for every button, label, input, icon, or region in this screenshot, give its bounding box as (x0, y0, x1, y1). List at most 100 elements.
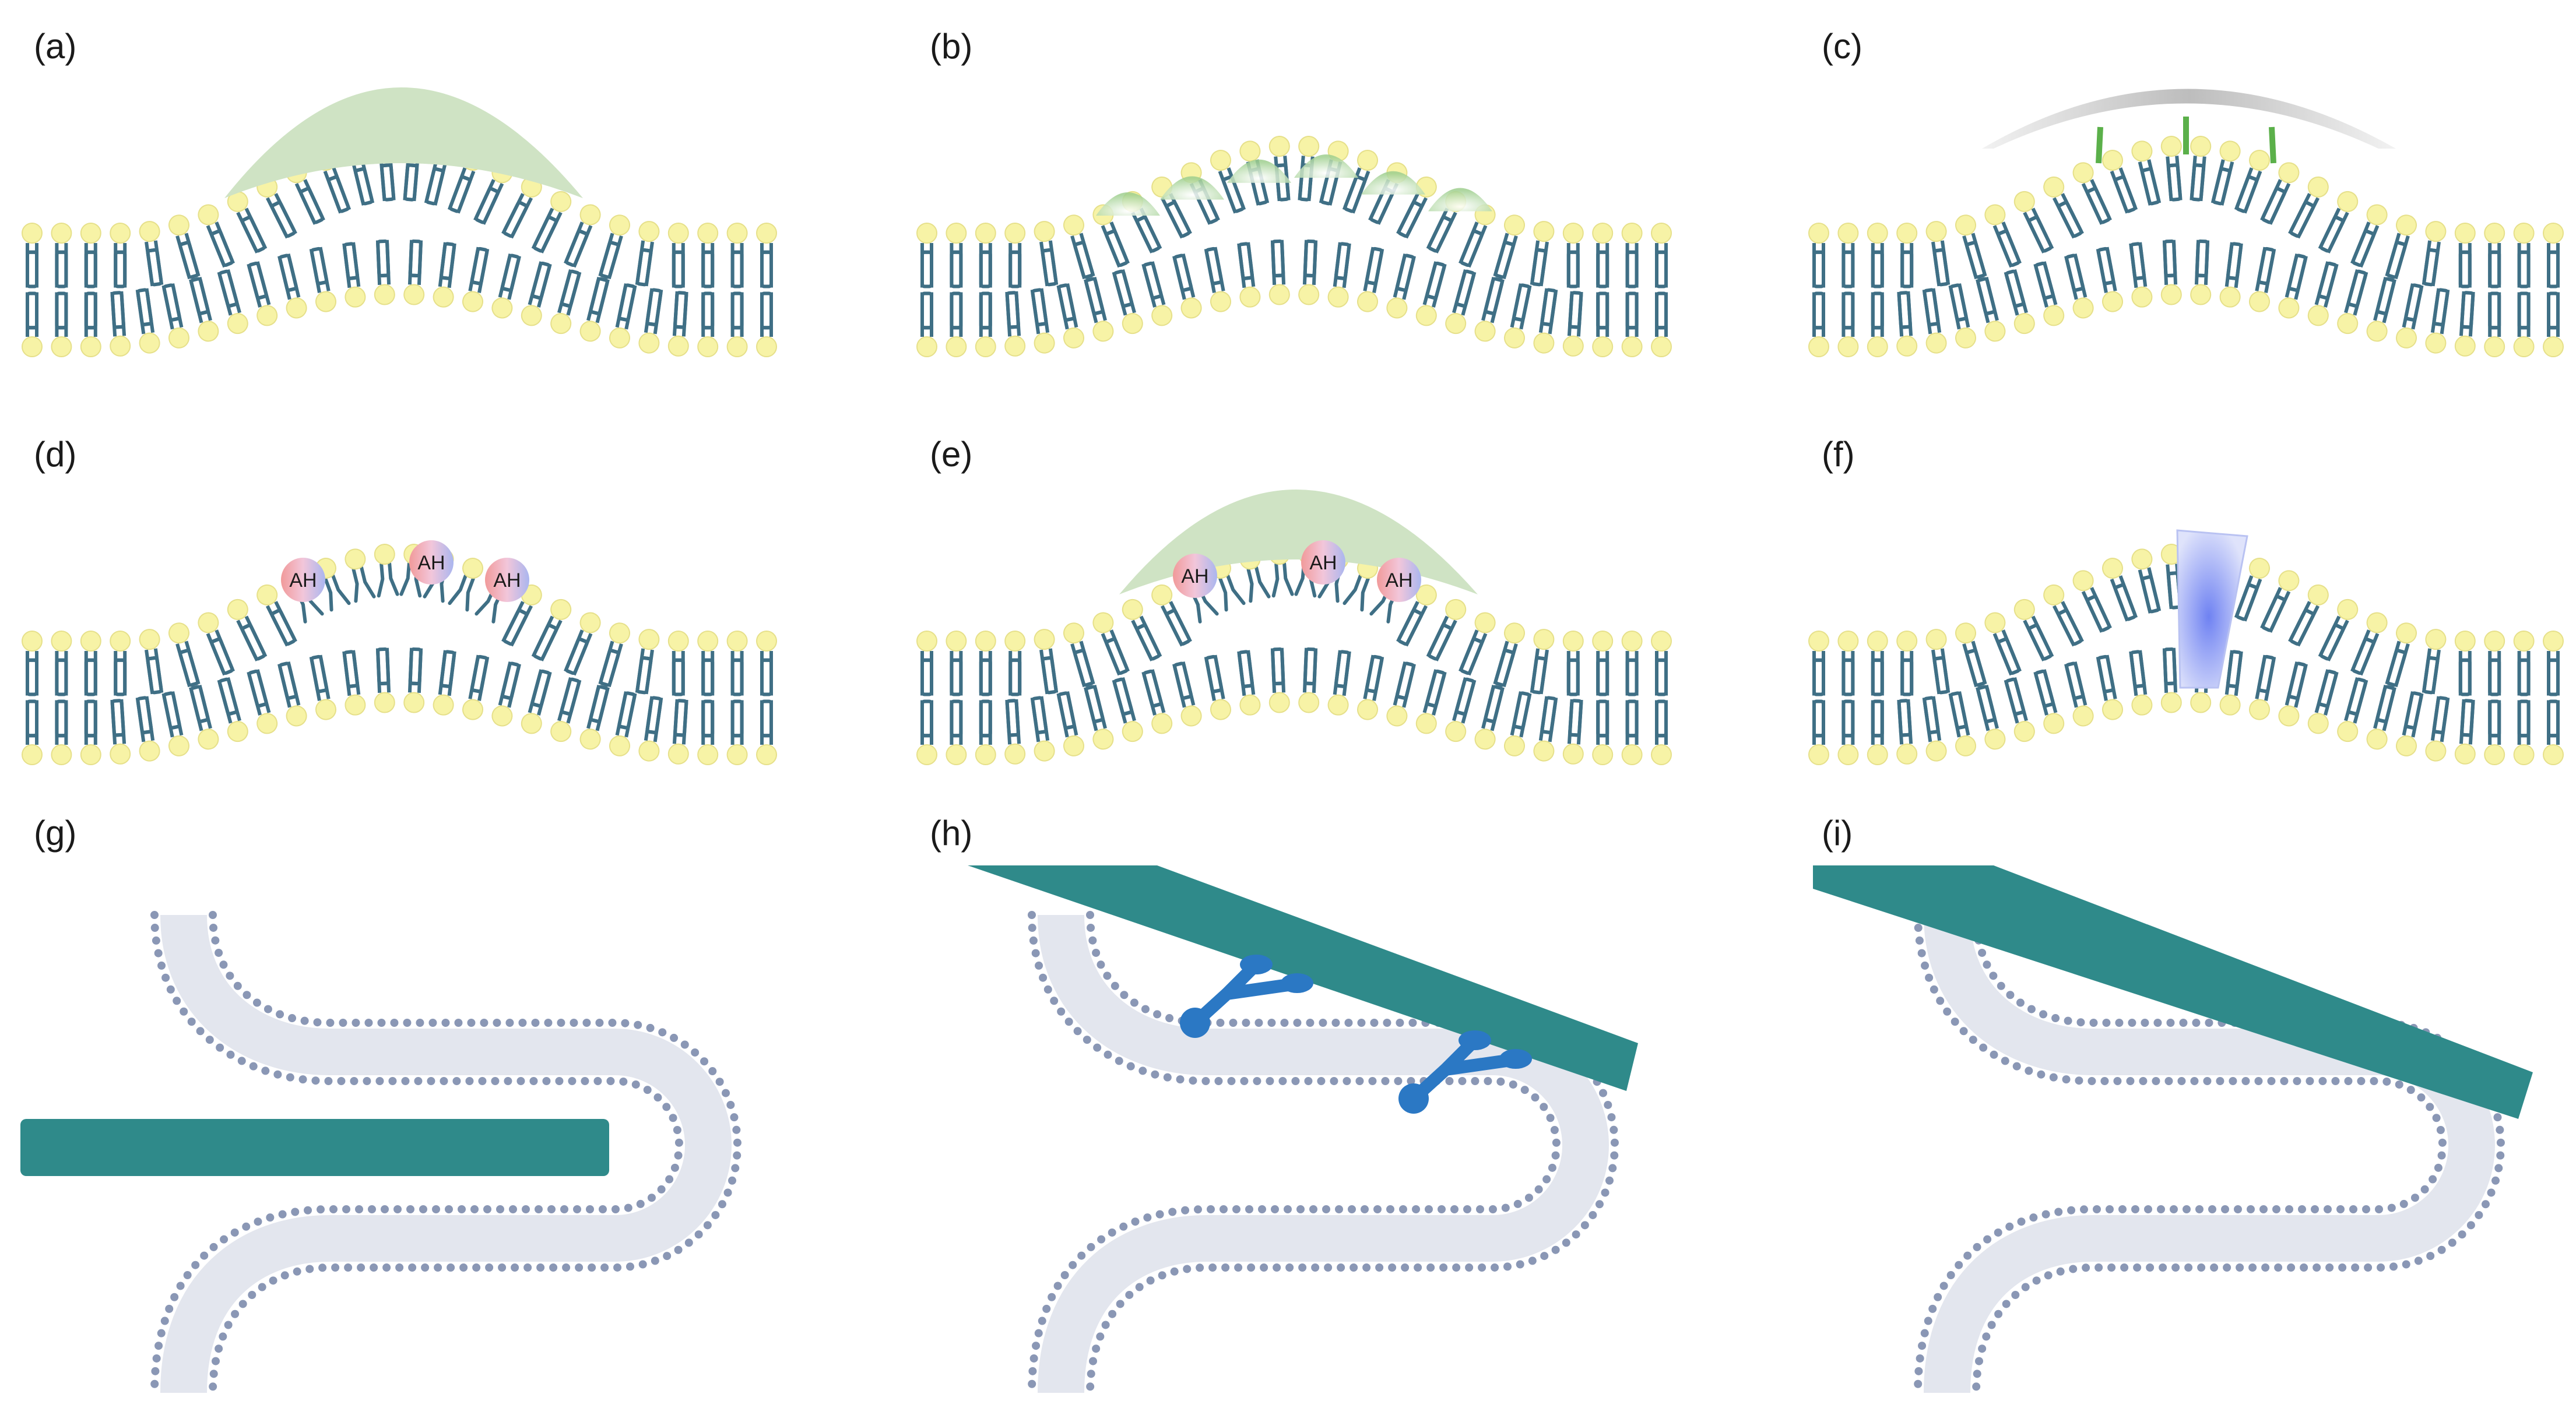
lower-lipid (1004, 699, 1026, 765)
lower-lipid (217, 269, 248, 335)
upper-lipid (198, 612, 235, 676)
motor-foot (1281, 973, 1313, 993)
upper-lipid (2318, 599, 2359, 661)
upper-lipid (916, 631, 937, 696)
upper-lipid (51, 631, 72, 696)
lower-lipid (403, 239, 425, 305)
lower-lipid (1141, 261, 1173, 326)
tether-line (2269, 126, 2276, 164)
lower-lipid (1474, 276, 1505, 342)
lower-lipid (1268, 647, 1290, 713)
lower-lipid (2249, 247, 2276, 312)
upper-lipid (2072, 162, 2112, 225)
upper-lipid (139, 629, 164, 695)
upper-lipid (1837, 223, 1859, 288)
lower-lipid (1533, 288, 1558, 354)
upper-lipid (975, 631, 996, 696)
lower-lipid (2513, 699, 2535, 765)
lower-lipid (1204, 654, 1231, 720)
inner-leaflet (1028, 911, 1561, 1397)
lower-lipid (638, 288, 663, 354)
lower-lipid (2004, 677, 2035, 742)
lower-lipid (667, 699, 689, 765)
motor-head (1398, 1083, 1429, 1114)
upper-lipid (697, 631, 719, 696)
scaffold-subunit (1160, 176, 1224, 200)
lower-lipid (374, 647, 395, 713)
lower-lipid (110, 291, 131, 357)
upper-lipid (667, 223, 689, 288)
lower-lipid (726, 699, 748, 765)
lower-lipid (1298, 647, 1320, 713)
lower-lipid (1357, 247, 1384, 312)
lower-lipid (1386, 253, 1416, 319)
lower-lipid (2278, 661, 2308, 727)
upper-lipid (635, 221, 660, 287)
lower-lipid (946, 291, 967, 357)
upper-lipid (1530, 221, 1555, 287)
lower-lipid (579, 276, 610, 342)
upper-lipid (2260, 162, 2300, 225)
lower-lipid (51, 699, 72, 765)
upper-lipid (1004, 631, 1026, 696)
upper-lipid (1396, 176, 1437, 239)
panel-b (916, 136, 1672, 357)
upper-lipid (2102, 150, 2138, 214)
lower-lipid (638, 696, 663, 762)
upper-lipid (1651, 223, 1672, 288)
upper-lipid (1621, 631, 1643, 696)
lower-lipid (1112, 269, 1143, 335)
lower-lipid (916, 291, 937, 357)
lower-lipid (2307, 261, 2339, 326)
lower-lipid (1030, 696, 1055, 762)
lower-lipid (374, 239, 395, 305)
lower-lipid (342, 650, 366, 716)
upper-lipid (110, 631, 131, 696)
upper-lipid (1984, 612, 2022, 676)
lower-lipid (189, 684, 219, 750)
upper-lipid (2484, 631, 2505, 696)
lower-lipid (161, 283, 189, 349)
lower-lipid (1004, 291, 1026, 357)
lower-lipid (2033, 261, 2065, 326)
upper-lipid (1298, 136, 1320, 202)
lower-lipid (342, 242, 366, 308)
upper-lipid (227, 599, 268, 661)
upper-lipid (2102, 558, 2138, 622)
scaffold-subunit (1428, 188, 1492, 212)
lower-lipid (1896, 291, 1918, 357)
lower-lipid (51, 291, 72, 357)
lower-lipid (2160, 647, 2182, 713)
upper-lipid (256, 584, 297, 647)
upper-lipid (1896, 631, 1918, 696)
upper-lipid (564, 204, 601, 268)
upper-lipid (80, 631, 101, 696)
upper-lipid (139, 221, 164, 287)
panel-label-d: (d) (34, 435, 76, 474)
upper-lipid (1210, 150, 1246, 214)
ah-label: AH (493, 569, 521, 592)
upper-lipid (1984, 204, 2022, 268)
lower-lipid (277, 253, 307, 319)
lower-lipid (916, 699, 937, 765)
upper-lipid (22, 631, 43, 696)
upper-lipid (1925, 629, 1951, 695)
upper-lipid (51, 223, 72, 288)
lower-lipid (1386, 661, 1416, 727)
ah-label: AH (1181, 565, 1208, 587)
upper-lipid (756, 631, 777, 696)
lower-lipid (2337, 677, 2368, 742)
panel-g (20, 911, 741, 1397)
lower-lipid (2064, 661, 2094, 727)
lower-lipid (1445, 677, 1477, 742)
upper-lipid (598, 622, 630, 688)
lower-lipid (433, 650, 456, 716)
lower-lipid (491, 253, 521, 319)
upper-lipid (1426, 599, 1467, 661)
lower-lipid (579, 684, 610, 750)
lower-lipid (309, 247, 336, 312)
lower-lipid (80, 291, 101, 357)
amphipathic-helix-icon (409, 540, 454, 585)
lower-lipid (2396, 691, 2424, 756)
lower-lipid (521, 669, 552, 734)
